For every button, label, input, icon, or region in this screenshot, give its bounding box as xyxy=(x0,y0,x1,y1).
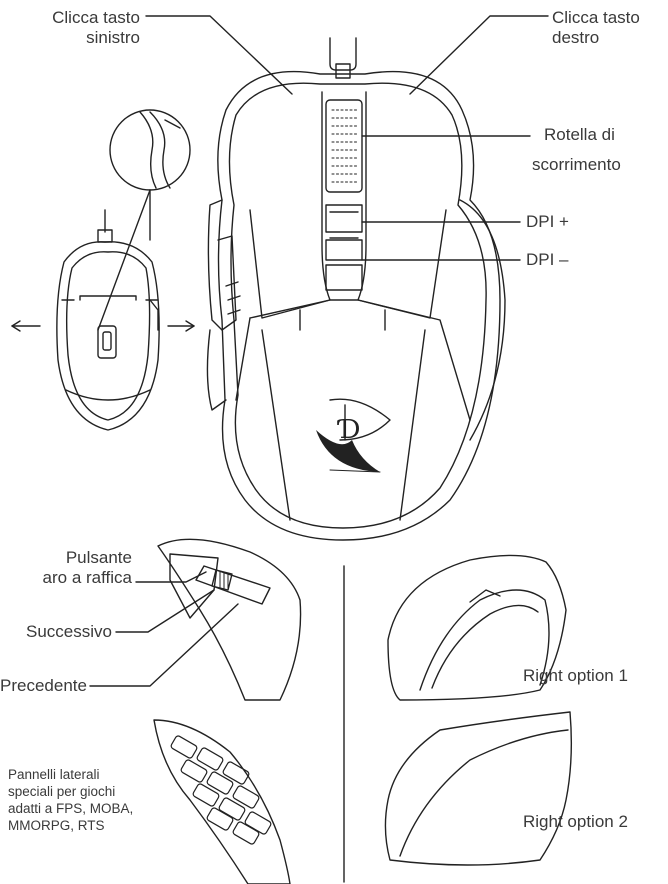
label-left-click-line1: Clicca tasto xyxy=(14,8,140,28)
label-left-click: Clicca tasto sinistro xyxy=(14,8,140,48)
label-scroll-wheel: Rotella di scorrimento xyxy=(532,120,621,180)
label-scroll-line1: Rotella di xyxy=(532,120,621,150)
main-mouse: Ɗ xyxy=(207,38,505,540)
label-right-option-2: Right option 2 xyxy=(523,812,628,832)
label-fire-button: Pulsante aro a raffica xyxy=(0,548,132,588)
label-next: Successivo xyxy=(0,622,112,642)
label-previous: Precedente xyxy=(0,676,86,696)
label-fire-line1: Pulsante xyxy=(0,548,132,568)
zoom-detail xyxy=(110,110,190,190)
label-side-panels: Pannelli laterali speciali per giochi ad… xyxy=(8,766,133,834)
bottom-view-mouse xyxy=(57,210,159,430)
label-panels-line1: Pannelli laterali xyxy=(8,766,133,783)
svg-text:Ɗ: Ɗ xyxy=(337,415,361,445)
label-right-click-line1: Clicca tasto xyxy=(552,8,640,28)
label-dpi-minus: DPI – xyxy=(526,250,569,270)
label-scroll-line2: scorrimento xyxy=(532,150,621,180)
fire-panel xyxy=(158,539,301,700)
label-right-click-line2: destro xyxy=(552,28,640,48)
right-option-2-shell xyxy=(385,712,571,865)
label-right-option-1: Right option 1 xyxy=(523,666,628,686)
label-panels-line4: MMORPG, RTS xyxy=(8,817,133,834)
viking-ship-logo: Ɗ xyxy=(316,399,390,472)
label-fire-line2: aro a raffica xyxy=(0,568,132,588)
label-panels-line3: adatti a FPS, MOBA, xyxy=(8,800,133,817)
gaming-panel xyxy=(154,720,290,884)
label-panels-line2: speciali per giochi xyxy=(8,783,133,800)
label-dpi-plus: DPI + xyxy=(526,212,569,232)
label-right-click: Clicca tasto destro xyxy=(552,8,640,48)
label-left-click-line2: sinistro xyxy=(14,28,140,48)
